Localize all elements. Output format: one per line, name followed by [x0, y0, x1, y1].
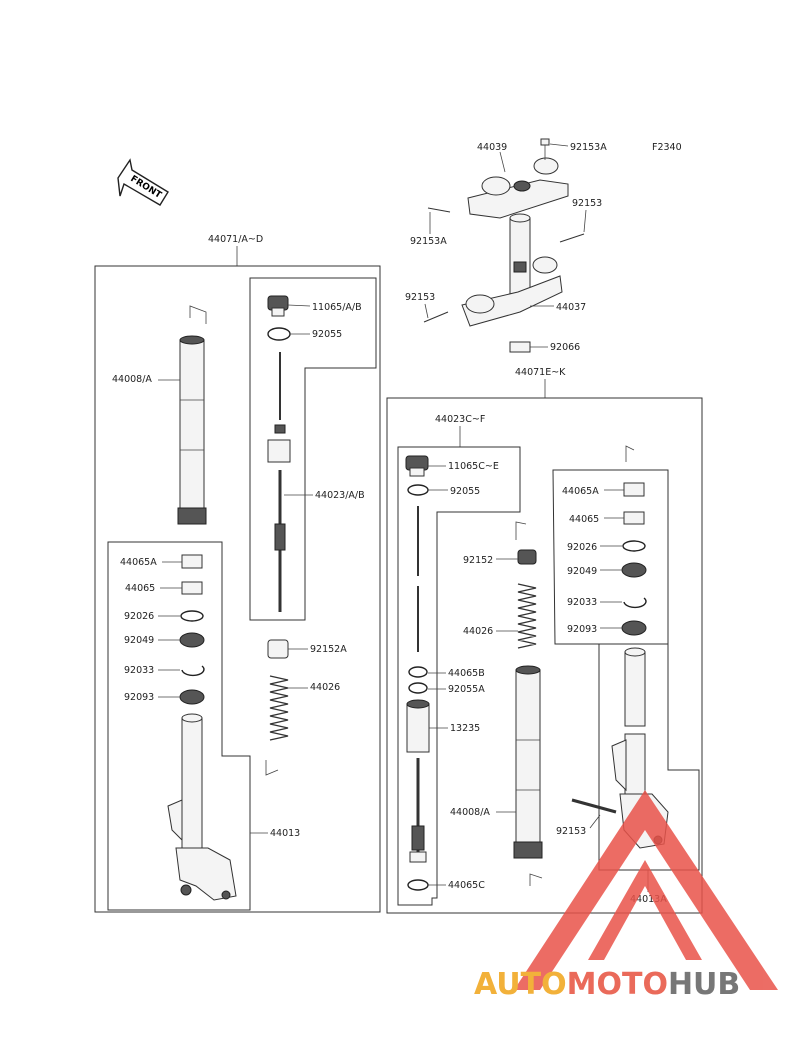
left-oil-seal-icon [179, 632, 205, 648]
label-92153-left: 92153 [405, 292, 435, 303]
label-44065B: 44065B [448, 668, 485, 679]
left-cartridge-rod [274, 470, 286, 612]
right-bushing-a-icon [623, 482, 645, 497]
label-44008A-mid: 44008/A [450, 807, 490, 818]
label-92033-left: 92033 [124, 665, 154, 676]
side-bolts [423, 207, 585, 323]
left-assembly-frame [94, 265, 381, 913]
label-44023CF: 44023C~F [435, 414, 485, 425]
label-11065AB: 11065/A/B [312, 302, 362, 313]
label-44071AD: 44071/A~D [208, 234, 263, 245]
upper-triple-clamp [467, 157, 569, 219]
steering-stem [509, 213, 531, 299]
label-44071EK: 44071E~K [515, 367, 566, 378]
left-dust-seal-icon [179, 689, 205, 705]
right-bushing-c-icon [407, 879, 429, 891]
upper-clamp-bolt-icon [540, 138, 550, 160]
left-washer-icon [180, 610, 204, 622]
left-bushing-a-icon [181, 554, 203, 569]
right-cartridge-frame [397, 446, 521, 906]
watermark-triangle-icon [514, 790, 778, 990]
label-44023AB: 44023/A/B [315, 490, 365, 501]
left-fork-spring [269, 675, 289, 741]
label-92055A: 92055A [448, 684, 485, 695]
left-oring-icon [267, 327, 291, 341]
label-44065A-right: 44065A [562, 486, 599, 497]
label-44026-mid: 44026 [463, 626, 493, 637]
label-92152A: 92152A [310, 644, 347, 655]
label-92026-right: 92026 [567, 542, 597, 553]
right-oil-seal-icon [621, 562, 647, 578]
label-92153A-top: 92153A [570, 142, 607, 153]
label-92055-a: 92055 [312, 329, 342, 340]
label-92049-right: 92049 [567, 566, 597, 577]
right-bushing-b-icon [408, 666, 428, 678]
left-rod-nut-icon [274, 424, 286, 434]
label-44039: 44039 [477, 142, 507, 153]
right-axle-bolt-icon [571, 798, 617, 814]
label-44026-left: 44026 [310, 682, 340, 693]
label-44065-left: 44065 [125, 583, 155, 594]
label-44065C: 44065C [448, 880, 485, 891]
label-44013A: 44013A [630, 894, 667, 905]
label-92153A-left: 92153A [410, 236, 447, 247]
right-circlip-icon [623, 597, 647, 609]
left-cap-bolt-icon [267, 295, 289, 317]
right-cap-bolt-icon [405, 455, 429, 477]
stem-nut-icon [509, 341, 531, 353]
right-bushing-icon [623, 511, 645, 525]
right-oring-a-icon [408, 682, 428, 694]
label-92049-left: 92049 [124, 635, 154, 646]
label-92033-right: 92033 [567, 597, 597, 608]
left-circlip-icon [181, 665, 205, 677]
left-spring-collar-icon [267, 639, 289, 659]
watermark-logo [514, 790, 778, 990]
lower-triple-clamp [461, 256, 563, 327]
left-inner-tube-axle-holder [167, 713, 237, 901]
label-44065-right: 44065 [569, 514, 599, 525]
right-outer-tube [513, 665, 543, 886]
label-92153-right: 92153 [572, 198, 602, 209]
label-92093-left: 92093 [124, 692, 154, 703]
left-outer-tube [177, 305, 207, 525]
right-cylinder [406, 699, 430, 753]
label-92152: 92152 [463, 555, 493, 566]
label-44037: 44037 [556, 302, 586, 313]
label-44065A-left: 44065A [120, 557, 157, 568]
label-44008A-left: 44008/A [112, 374, 152, 385]
label-92026-left: 92026 [124, 611, 154, 622]
watermark-text: AUTOMOTOHUB [474, 967, 740, 1002]
right-assembly-frame [386, 397, 703, 914]
right-cartridge-rod [409, 758, 427, 863]
label-11065CE: 11065C~E [448, 461, 499, 472]
right-spring-collar-icon [517, 549, 537, 565]
left-lower-frame [107, 541, 251, 911]
right-fork-spring [517, 583, 537, 649]
front-arrow-icon: FRONT [117, 158, 169, 206]
label-92066: 92066 [550, 342, 580, 353]
label-92153-lower: 92153 [556, 826, 586, 837]
left-cartridge-frame [249, 277, 377, 621]
label-92055-b: 92055 [450, 486, 480, 497]
right-washer-icon [622, 540, 646, 552]
label-44013: 44013 [270, 828, 300, 839]
label-92093-right: 92093 [567, 624, 597, 635]
label-13235: 13235 [450, 723, 480, 734]
right-dust-seal-icon [621, 620, 647, 636]
right-oring-icon [407, 484, 429, 496]
left-piston [267, 439, 291, 463]
figure-code: F2340 [652, 142, 682, 153]
left-bushing-icon [181, 581, 203, 595]
